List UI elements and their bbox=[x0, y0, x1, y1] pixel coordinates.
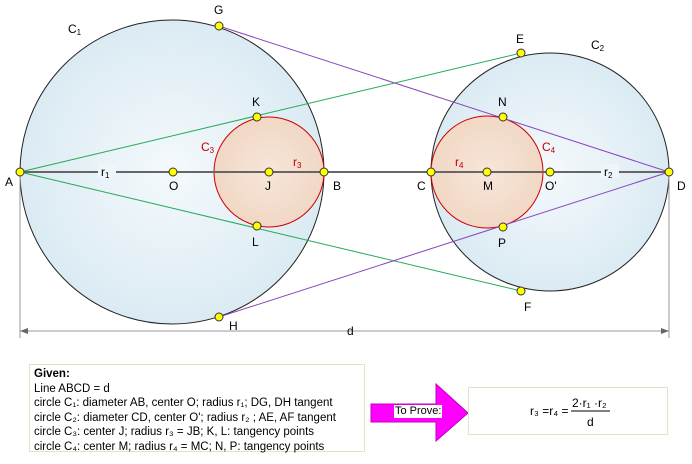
svg-text:E: E bbox=[516, 32, 524, 46]
svg-text:C1: C1 bbox=[68, 22, 82, 37]
given-line: circle C₂: diameter CD, center O'; radiu… bbox=[34, 411, 336, 424]
formula-denominator: d bbox=[587, 415, 594, 429]
to-prove-box bbox=[468, 387, 668, 435]
tangents-from-d bbox=[218, 25, 670, 318]
given-line: circle C₁: diameter AB, center O; radius… bbox=[34, 397, 333, 409]
given-line: circle C₄: center M; radius r₄ = MC; N, … bbox=[34, 440, 325, 453]
svg-text:r3: r3 bbox=[293, 155, 302, 170]
svg-text:A: A bbox=[5, 175, 13, 189]
given-title: Given: bbox=[34, 368, 70, 380]
circle-labels: C1 C2 C3 C4 bbox=[68, 22, 605, 155]
given-line: Line ABCD = d bbox=[34, 382, 110, 395]
svg-text:D: D bbox=[677, 179, 686, 193]
svg-text:M: M bbox=[483, 179, 493, 193]
given-box: Given: Line ABCD = d circle C₁: diameter… bbox=[29, 364, 365, 453]
to-prove-label: To Prove: bbox=[394, 405, 443, 418]
svg-text:C4: C4 bbox=[542, 140, 556, 155]
svg-text:B: B bbox=[333, 179, 341, 193]
svg-text:C: C bbox=[417, 179, 426, 193]
svg-text:G: G bbox=[214, 3, 223, 17]
svg-text:P: P bbox=[498, 236, 506, 250]
svg-text:r4: r4 bbox=[455, 155, 464, 170]
formula-lhs: r₃ =r₄ = bbox=[530, 404, 568, 418]
svg-text:K: K bbox=[252, 95, 260, 109]
dimension-line bbox=[19, 172, 670, 338]
radius-labels: r1 r2 r3 r4 bbox=[98, 155, 619, 180]
svg-text:H: H bbox=[229, 319, 238, 333]
formula-numerator: 2·r₁ ·r₂ bbox=[572, 396, 607, 410]
svg-text:C3: C3 bbox=[201, 140, 215, 155]
svg-text:r1: r1 bbox=[101, 165, 110, 180]
svg-text:r2: r2 bbox=[604, 165, 613, 180]
tangents-from-a bbox=[19, 52, 522, 292]
given-line: circle C₃: center J; radius r₃ = JB; K, … bbox=[34, 426, 315, 438]
svg-text:C2: C2 bbox=[591, 38, 605, 53]
point-labels: A O J B C M O' D G H E F K L N P bbox=[5, 3, 686, 333]
svg-text:O': O' bbox=[545, 179, 557, 193]
dimension-label: d bbox=[347, 324, 354, 338]
svg-text:N: N bbox=[498, 95, 507, 109]
svg-text:J: J bbox=[265, 179, 271, 193]
svg-text:O: O bbox=[169, 179, 178, 193]
svg-text:F: F bbox=[524, 300, 531, 314]
points bbox=[15, 21, 674, 322]
svg-text:L: L bbox=[252, 235, 259, 249]
